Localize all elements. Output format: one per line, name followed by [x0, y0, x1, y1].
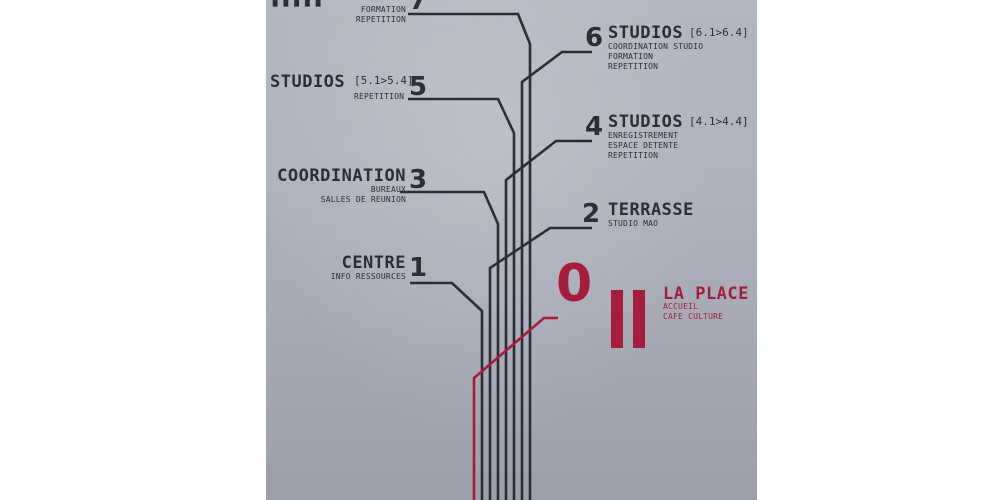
floor-4-title: STUDIOS: [608, 112, 684, 132]
floor-5-title: STUDIOS: [270, 72, 346, 92]
floor-3-title: COORDINATION: [277, 166, 406, 186]
floor-0-item: ACCUEIL: [663, 302, 699, 311]
connector-line-2: [488, 226, 592, 500]
floor-3-items: BUREAUX SALLES DE REUNION: [321, 185, 406, 205]
floor-6-number: 6: [585, 23, 604, 53]
floor-2-item: STUDIO MAO: [608, 219, 659, 228]
floor-7-number: 7: [409, 0, 428, 16]
floor-4-items: ENREGISTREMENT ESPACE DETENTE REPETITION: [608, 131, 678, 161]
floor-0-items: ACCUEIL CAFE CULTURE: [663, 302, 723, 322]
floor-1-title: CENTRE: [341, 253, 406, 273]
floor-0-bar-right: [633, 290, 645, 348]
floor-0-title: LA PLACE: [663, 284, 749, 304]
connector-line-1: [410, 281, 484, 500]
floor-4-item: REPETITION: [608, 151, 659, 160]
floor-6-range: [6.1>6.4]: [689, 26, 749, 39]
floor-7-title-cut: ▮▮▮▮▮: [270, 0, 324, 11]
connector-line-3: [400, 190, 500, 500]
floor-1-items: INFO RESSOURCES: [331, 272, 406, 282]
floor-5-item: REPETITION: [354, 92, 405, 101]
floor-2-number: 2: [582, 199, 601, 229]
floor-7-item: FORMATION: [360, 5, 406, 14]
floor-5-items: REPETITION: [354, 92, 404, 102]
floor-6-item: COORDINATION STUDIO: [608, 42, 704, 51]
floor-connector-lines: [400, 12, 592, 500]
floor-4-number: 4: [585, 112, 604, 142]
floor-1-item: INFO RESSOURCES: [330, 272, 406, 281]
floor-0-number: 0: [556, 254, 593, 314]
floor-3-number: 3: [409, 165, 428, 195]
floor-0-item: CAFE CULTURE: [663, 312, 724, 321]
floor-6-title: STUDIOS: [608, 23, 684, 43]
connector-line-6: [520, 50, 592, 500]
floor-directory-sign: ▮▮▮▮▮ 7 FORMATION REPETITION 6 STUDIOS […: [266, 0, 757, 500]
floor-6-item: REPETITION: [608, 62, 659, 71]
floor-1-number: 1: [409, 253, 428, 283]
floor-4-item: ESPACE DETENTE: [608, 141, 679, 150]
connector-line-0: [472, 316, 558, 500]
floor-3-item: BUREAUX: [370, 185, 406, 194]
floor-5-number: 5: [409, 72, 428, 102]
floor-4-item: ENREGISTREMENT: [608, 131, 679, 140]
floor-2-items: STUDIO MAO: [608, 219, 658, 229]
floor-0-bar-left: [611, 290, 623, 348]
connector-line-7: [408, 12, 532, 500]
floor-3-item: SALLES DE REUNION: [320, 195, 406, 204]
floor-5-range: [5.1>5.4]: [354, 74, 414, 87]
floor-7-items: FORMATION REPETITION: [356, 5, 406, 25]
connector-line-5: [408, 97, 516, 500]
floor-7-item: REPETITION: [355, 15, 406, 24]
connector-line-4: [504, 139, 592, 500]
floor-4-range: [4.1>4.4]: [689, 115, 749, 128]
floor-6-item: FORMATION: [608, 52, 654, 61]
floor-2-title: TERRASSE: [608, 200, 694, 220]
floor-6-items: COORDINATION STUDIO FORMATION REPETITION: [608, 42, 703, 72]
